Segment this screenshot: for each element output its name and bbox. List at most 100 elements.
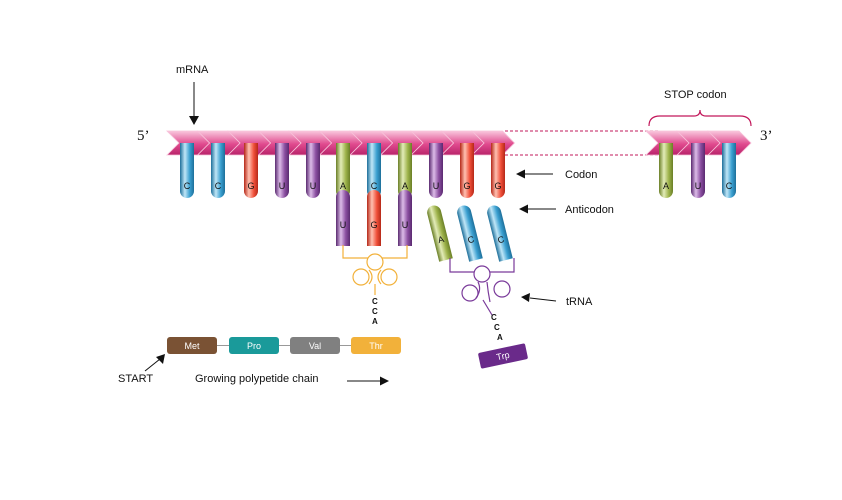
anticodon-thr-2-letter: G xyxy=(370,220,377,230)
mrna-base-6: A xyxy=(336,143,350,198)
mrna-base-7: C xyxy=(367,143,381,198)
stop-base-2-letter: U xyxy=(695,181,702,191)
mrna-base-7-letter: C xyxy=(371,181,378,191)
trna-thr-loop-left xyxy=(352,268,370,286)
mrna-base-5-shape xyxy=(306,143,320,198)
anticodon-thr-3-shape xyxy=(398,190,412,246)
trna-thr-loop-right xyxy=(380,268,398,286)
anticodon-arrowhead xyxy=(519,204,528,214)
cca-trp-3: A xyxy=(497,333,503,342)
amino-acid-val-label: Val xyxy=(309,341,321,351)
mrna-base-3-letter: G xyxy=(247,181,254,191)
start-arrow xyxy=(144,358,161,372)
mrna-base-8-shape xyxy=(398,143,412,198)
anticodon-trp-3-letter: C xyxy=(497,234,506,245)
trna-label: tRNA xyxy=(566,296,593,308)
anticodon-thr-1-letter: U xyxy=(340,220,347,230)
mrna-base-2-shape xyxy=(211,143,225,198)
stop-codon-label: STOP codon xyxy=(664,89,727,101)
growing-chain-arrowhead xyxy=(380,376,389,386)
mrna-base-9: U xyxy=(429,143,443,198)
mrna-base-1-letter: C xyxy=(184,181,191,191)
anticodon-trp-3-shape xyxy=(487,205,513,262)
trna-trp-stem xyxy=(475,281,493,316)
mrna-base-11: G xyxy=(491,143,505,198)
anticodon-trp-2-shape xyxy=(457,205,483,262)
trna-thr-stem xyxy=(368,269,382,295)
start-arrowhead xyxy=(156,354,165,364)
mrna-base-2: C xyxy=(211,143,225,198)
amino-acid-trp-label: Trp xyxy=(496,350,511,363)
anticodon-thr-2: G xyxy=(367,190,381,246)
three-prime-label: 3’ xyxy=(760,128,773,144)
mrna-base-8-letter: A xyxy=(402,181,408,191)
five-prime-label: 5’ xyxy=(137,128,150,144)
stop-base-3-letter: C xyxy=(726,181,733,191)
mrna-base-3-shape xyxy=(244,143,258,198)
amino-acid-trp xyxy=(478,343,528,369)
cca-trp-2: C xyxy=(494,323,500,332)
anticodon-trp-3: C xyxy=(487,205,513,262)
mrna-base-2-letter: C xyxy=(215,181,222,191)
mrna-base-10: G xyxy=(460,143,474,198)
anticodon-trp-1-shape xyxy=(427,205,453,262)
mrna-label: mRNA xyxy=(176,64,209,76)
anticodon-trp-2-letter: C xyxy=(467,234,476,245)
mrna-base-5-letter: U xyxy=(310,181,317,191)
stop-base-1-shape xyxy=(659,143,673,198)
anticodon-trp-1: A xyxy=(427,205,453,262)
mrna-base-11-letter: G xyxy=(494,181,501,191)
mrna-base-5: U xyxy=(306,143,320,198)
stop-codon-brace xyxy=(648,109,752,127)
cca-thr-2: C xyxy=(372,307,378,316)
anticodon-thr-1: U xyxy=(336,190,350,246)
cca-thr-1: C xyxy=(372,297,378,306)
trna-arrowhead xyxy=(521,293,530,302)
mrna-base-3: G xyxy=(244,143,258,198)
start-label: START xyxy=(118,373,153,385)
mrna-base-4-letter: U xyxy=(279,181,286,191)
mrna-base-8: A xyxy=(398,143,412,198)
stop-base-3: C xyxy=(722,143,736,198)
mrna-base-6-shape xyxy=(336,143,350,198)
anticodon-thr-3: U xyxy=(398,190,412,246)
mrna-base-9-shape xyxy=(429,143,443,198)
mrna-base-1-shape xyxy=(180,143,194,198)
trna-trp-loop-left xyxy=(461,284,479,302)
amino-acid-thr xyxy=(351,337,401,354)
mrna-base-6-letter: A xyxy=(340,181,346,191)
trna-thr-loop-top xyxy=(366,253,384,271)
amino-acid-met xyxy=(167,337,217,354)
anticodon-thr-2-shape xyxy=(367,190,381,246)
anticodon-label: Anticodon xyxy=(565,204,614,216)
anticodon-thr-3-letter: U xyxy=(402,220,409,230)
stop-base-3-shape xyxy=(722,143,736,198)
codon-label: Codon xyxy=(565,169,597,181)
mrna-base-1: C xyxy=(180,143,194,198)
mrna-base-9-letter: U xyxy=(433,181,440,191)
amino-acid-pro-label: Pro xyxy=(247,341,261,351)
amino-acid-thr-label: Thr xyxy=(369,341,383,351)
stop-base-1-letter: A xyxy=(663,181,669,191)
mrna-base-10-shape xyxy=(460,143,474,198)
stop-base-1: A xyxy=(659,143,673,198)
growing-chain-label: Growing polypetide chain xyxy=(195,373,319,385)
anticodon-trp-1-letter: A xyxy=(437,234,445,245)
mrna-base-7-shape xyxy=(367,143,381,198)
mrna-arrowhead xyxy=(189,116,199,125)
mrna-base-10-letter: G xyxy=(463,181,470,191)
cca-trp-1: C xyxy=(491,313,497,322)
stop-base-2: U xyxy=(691,143,705,198)
trna-arrow xyxy=(529,297,557,302)
codon-arrowhead xyxy=(516,169,525,179)
amino-acid-pro xyxy=(229,337,279,354)
mrna-base-4-shape xyxy=(275,143,289,198)
